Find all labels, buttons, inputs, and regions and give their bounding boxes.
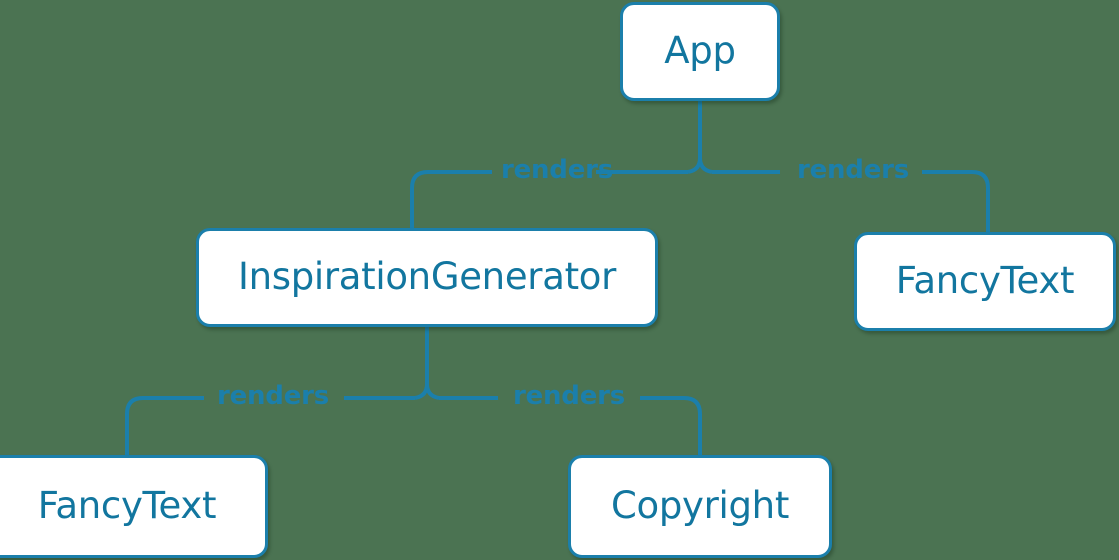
node-inspiration-generator-label: InspirationGenerator bbox=[237, 255, 617, 298]
edge-inspiration-bus-junction bbox=[414, 383, 440, 400]
node-fancytext-left[interactable]: FancyText bbox=[0, 455, 268, 558]
edge-inspiration-to-copyright-bus-right2 bbox=[640, 396, 702, 455]
edge-label-inspiration-to-copyright: renders bbox=[512, 381, 626, 411]
node-inspiration-generator[interactable]: InspirationGenerator bbox=[196, 228, 658, 327]
node-fancytext-right-label: FancyText bbox=[895, 259, 1075, 302]
node-app[interactable]: App bbox=[620, 2, 780, 101]
edge-label-app-to-inspiration: renders bbox=[500, 155, 614, 185]
edge-app-to-fancytext-bus-right2 bbox=[922, 170, 990, 232]
node-copyright[interactable]: Copyright bbox=[568, 455, 832, 558]
node-copyright-label: Copyright bbox=[610, 484, 790, 527]
node-app-label: App bbox=[664, 29, 736, 72]
edge-app-to-inspiration-bus-left2 bbox=[410, 170, 492, 228]
edge-label-app-to-fancytext-right: renders bbox=[796, 155, 910, 185]
edge-inspiration-to-fancytext-bus-left2 bbox=[125, 396, 204, 455]
edge-app-bus-junction bbox=[687, 157, 713, 174]
node-fancytext-right[interactable]: FancyText bbox=[854, 232, 1116, 331]
edge-label-inspiration-to-fancytext-left: renders bbox=[216, 381, 330, 411]
node-fancytext-left-label: FancyText bbox=[37, 484, 217, 527]
